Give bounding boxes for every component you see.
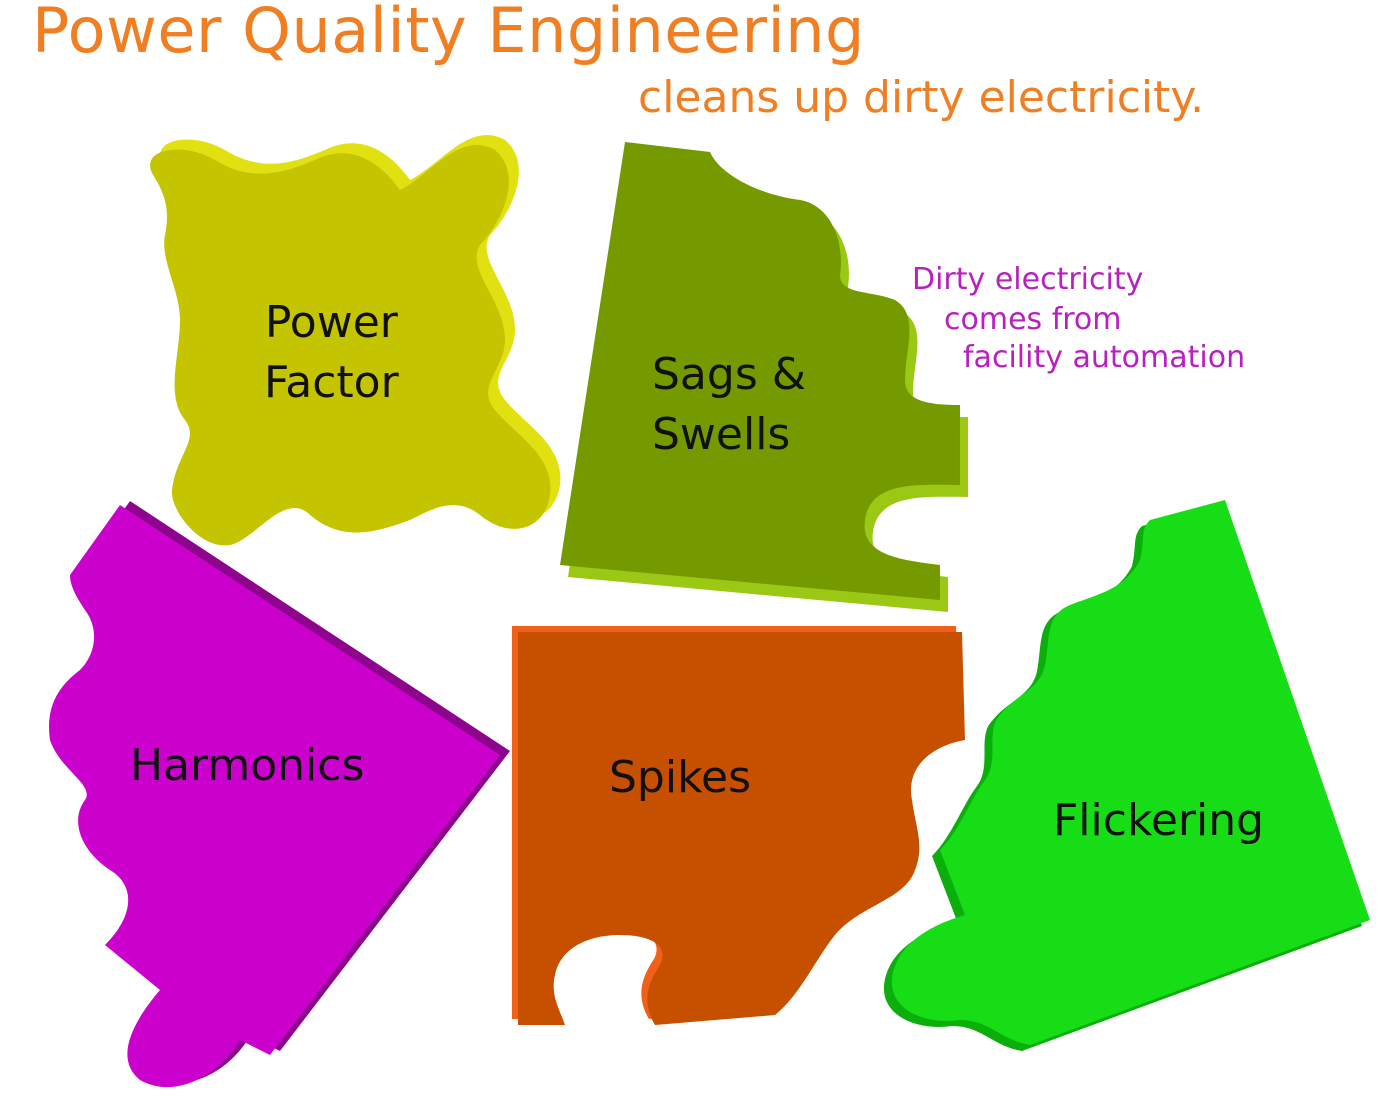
spikes-label: Spikes bbox=[609, 752, 751, 803]
puzzle-piece-flickering bbox=[883, 500, 1370, 1051]
note-line-1: Dirty electricity bbox=[912, 262, 1144, 297]
puzzle-piece-spikes bbox=[512, 626, 965, 1025]
sags-swells-face bbox=[560, 142, 960, 600]
note-line-3: facility automation bbox=[963, 340, 1246, 375]
power-factor-face bbox=[150, 144, 551, 546]
flickering-label: Flickering bbox=[1053, 795, 1265, 846]
puzzle-piece-sags-swells bbox=[560, 142, 968, 612]
spikes-face bbox=[518, 632, 965, 1025]
sags-swells-label: Sags & Swells bbox=[652, 345, 806, 465]
flickering-face bbox=[891, 500, 1370, 1045]
page-title: Power Quality Engineering bbox=[32, 0, 865, 67]
puzzle-piece-harmonics bbox=[49, 501, 511, 1088]
sags-swells-line1: Sags & bbox=[652, 349, 807, 400]
page-subtitle: cleans up dirty electricity. bbox=[638, 72, 1205, 123]
note-line-2: comes from bbox=[944, 302, 1122, 337]
power-factor-line1: Power bbox=[264, 297, 398, 348]
puzzle-piece-power-factor bbox=[150, 134, 561, 546]
power-factor-line2: Factor bbox=[264, 357, 399, 408]
harmonics-label: Harmonics bbox=[130, 740, 365, 791]
sags-swells-line2: Swells bbox=[652, 409, 791, 460]
harmonics-face bbox=[49, 505, 501, 1088]
power-factor-label: Power Factor bbox=[264, 293, 399, 413]
